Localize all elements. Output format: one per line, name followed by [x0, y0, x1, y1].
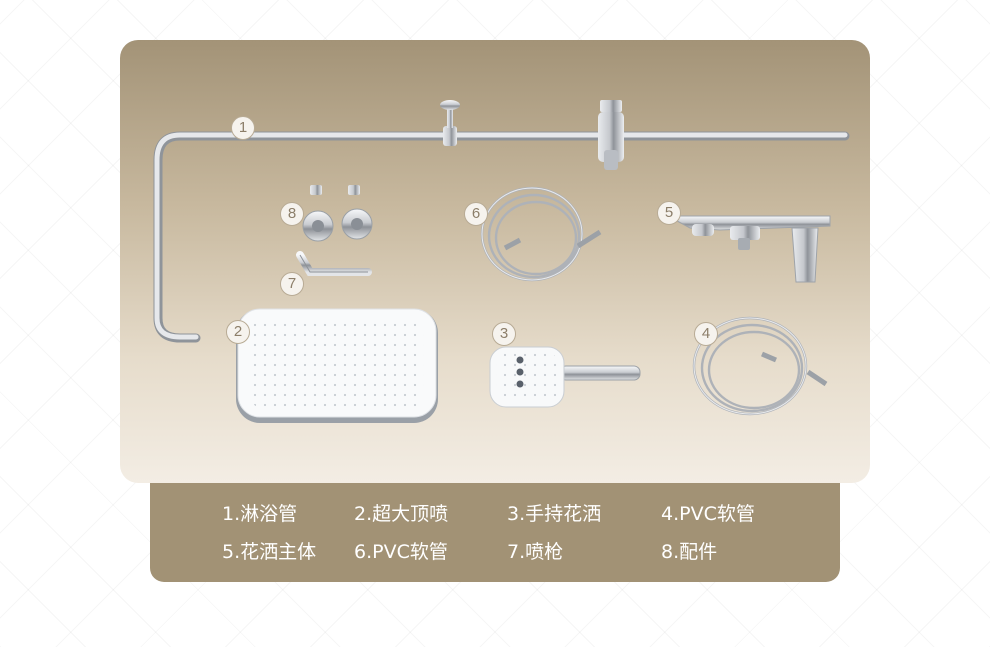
- legend-item: 1.淋浴管: [222, 503, 298, 525]
- callout-4: 4: [694, 322, 718, 346]
- fittings: [302, 185, 373, 242]
- spray-gun: [296, 251, 372, 276]
- legend-item: 2.超大顶喷: [354, 503, 449, 525]
- legend-item: 8.配件: [661, 541, 718, 563]
- callout-7: 7: [280, 272, 304, 296]
- callout-8: 8: [280, 202, 304, 226]
- legend-item: 3.手持花洒: [507, 503, 602, 525]
- callout-6: 6: [464, 202, 488, 226]
- shower-pipe: [153, 100, 850, 343]
- legend-item: 5.花洒主体: [222, 541, 317, 563]
- hose-4: [692, 316, 828, 416]
- hose-6: [480, 186, 602, 282]
- callout-1: 1: [231, 116, 255, 140]
- legend-item: 6.PVC软管: [354, 541, 448, 563]
- parts-legend: 1.淋浴管 2.超大顶喷 3.手持花洒 4.PVC软管 5.花洒主体 6.PVC…: [150, 483, 840, 582]
- callout-2: 2: [226, 320, 250, 344]
- callout-3: 3: [492, 322, 516, 346]
- legend-item: 7.喷枪: [507, 541, 564, 563]
- callout-5: 5: [657, 201, 681, 225]
- overhead-shower: [236, 308, 438, 423]
- legend-item: 4.PVC软管: [661, 503, 755, 525]
- mixer-body: [667, 215, 831, 283]
- hand-shower: [489, 346, 641, 408]
